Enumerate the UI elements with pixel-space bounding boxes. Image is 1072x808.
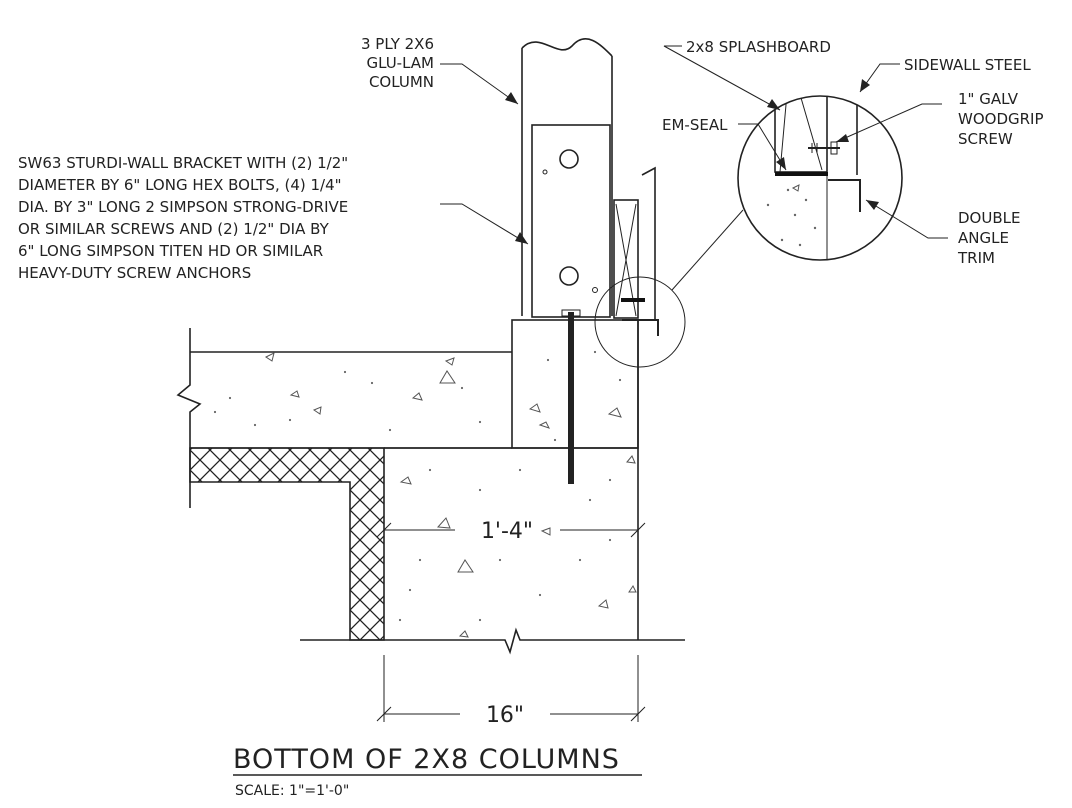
label-double-angle-trim: DOUBLE ANGLE TRIM [957, 209, 1020, 267]
anchor-bolt [561, 309, 581, 484]
svg-text:OR SIMILAR SCREWS AND (2) 1/2": OR SIMILAR SCREWS AND (2) 1/2" DIA BY [18, 220, 330, 238]
svg-text:DIAMETER BY 6" LONG HEX BOLTS,: DIAMETER BY 6" LONG HEX BOLTS, (4) 1/4" [18, 176, 342, 194]
dimension-outer-label: 16" [486, 703, 524, 728]
detail-callout-circle [594, 276, 686, 368]
label-em-seal: EM-SEAL [662, 116, 728, 134]
svg-text:SCREW: SCREW [958, 130, 1013, 148]
svg-text:ANGLE: ANGLE [958, 229, 1009, 247]
svg-text:3 PLY 2X6: 3 PLY 2X6 [361, 35, 434, 53]
svg-text:GLU-LAM: GLU-LAM [366, 54, 434, 72]
dimension-inner-label: 1'-4" [481, 519, 533, 544]
rigid-insulation [189, 447, 385, 641]
concrete-aggregate [213, 350, 637, 638]
svg-text:COLUMN: COLUMN [369, 73, 434, 91]
svg-text:DIA. BY 3" LONG 2 SIMPSON STRO: DIA. BY 3" LONG 2 SIMPSON STRONG-DRIVE [18, 198, 348, 216]
enlarged-detail [766, 96, 861, 260]
splashboard-small [613, 166, 659, 336]
svg-text:DOUBLE: DOUBLE [958, 209, 1020, 227]
concrete-curb [511, 319, 639, 449]
svg-text:SW63 STURDI-WALL BRACKET WITH: SW63 STURDI-WALL BRACKET WITH (2) 1/2" [18, 154, 348, 172]
svg-text:6" LONG SIMPSON TITEN HD OR SI: 6" LONG SIMPSON TITEN HD OR SIMILAR [18, 242, 323, 260]
label-bracket: SW63 STURDI-WALL BRACKET WITH (2) 1/2" D… [18, 154, 348, 282]
svg-text:1" GALV: 1" GALV [958, 90, 1019, 108]
label-woodgrip-screw: 1" GALV WOODGRIP SCREW [958, 90, 1044, 148]
label-glulam-column: 3 PLY 2X6 GLU-LAM COLUMN [361, 35, 434, 91]
enlarged-detail-circle [737, 95, 903, 261]
label-splashboard: 2x8 SPLASHBOARD [686, 38, 831, 56]
detail-scale: SCALE: 1"=1'-0" [235, 783, 349, 799]
svg-text:HEAVY-DUTY SCREW ANCHORS: HEAVY-DUTY SCREW ANCHORS [18, 264, 251, 282]
dimension-inner [376, 522, 646, 538]
svg-text:WOODGRIP: WOODGRIP [958, 110, 1044, 128]
svg-text:TRIM: TRIM [957, 249, 995, 267]
label-sidewall-steel: SIDEWALL STEEL [904, 56, 1031, 74]
leader-lines [440, 45, 948, 245]
detail-title: BOTTOM OF 2X8 COLUMNS [233, 744, 620, 775]
glulam-column [521, 38, 613, 318]
dimension-outer [376, 655, 646, 722]
